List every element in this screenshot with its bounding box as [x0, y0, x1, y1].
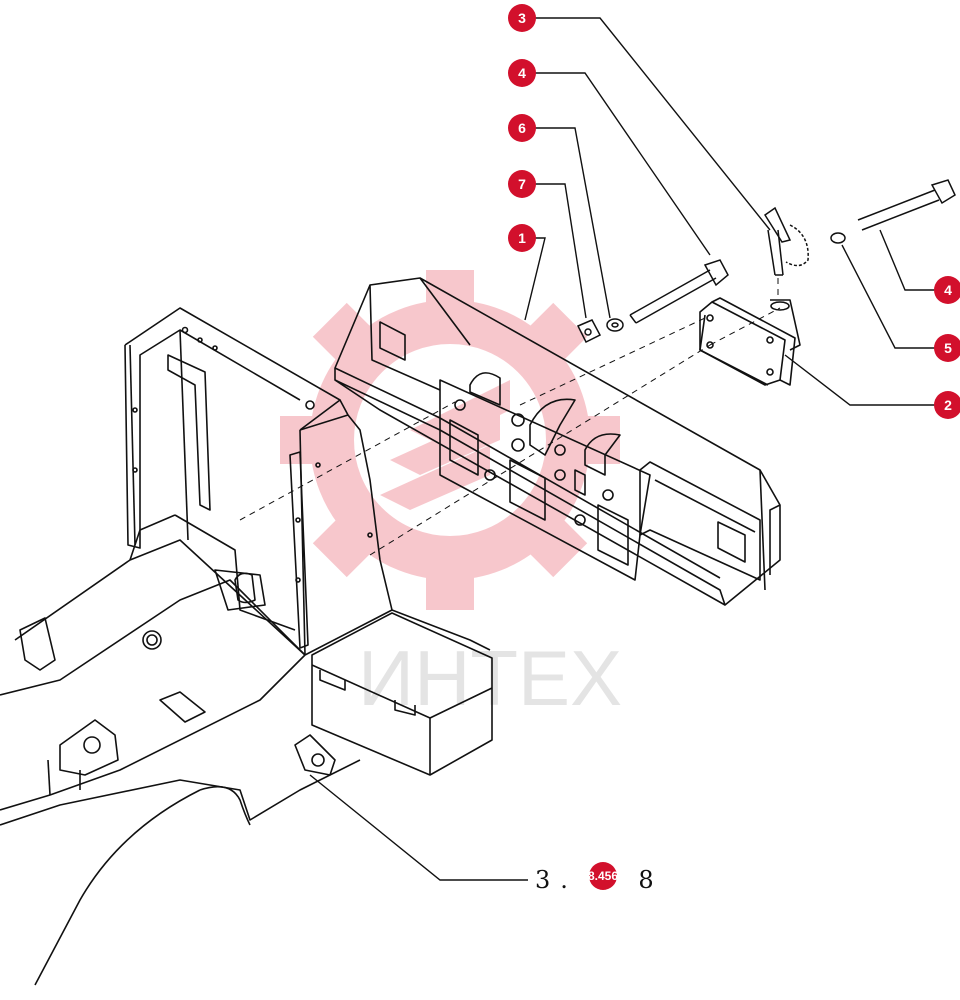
- callout-circle: [508, 59, 536, 87]
- callout-label: 4: [518, 65, 526, 81]
- callout-label: 2: [944, 397, 952, 413]
- callout-label: 4: [944, 282, 952, 298]
- callout-circle: [508, 114, 536, 142]
- callout-circle: [508, 170, 536, 198]
- fasteners: [576, 179, 956, 344]
- callout-label: 3: [518, 10, 526, 26]
- callout-circle: [934, 391, 960, 419]
- callout-circle: [508, 4, 536, 32]
- callout: 4: [934, 276, 960, 304]
- callout: 7: [508, 170, 536, 198]
- alignment-lines: [239, 278, 781, 556]
- callout: 2: [934, 391, 960, 419]
- callout-label: 5: [944, 340, 952, 356]
- callout: 5: [934, 334, 960, 362]
- callout-label: 7: [518, 176, 526, 192]
- watermark-text: ИНТЕХ: [358, 634, 622, 722]
- leader-lines: [309, 17, 948, 881]
- callout-circle: [508, 224, 536, 252]
- watermark-gear-icon: [280, 270, 620, 610]
- callout-label: 6: [518, 120, 526, 136]
- callout: 6: [508, 114, 536, 142]
- reference-badge-circle: [589, 862, 617, 890]
- callout: 3: [508, 4, 536, 32]
- reference-badge-text: 8.456: [588, 869, 618, 883]
- tractor-frame: [0, 307, 493, 986]
- reference-label: 3. 5 8 8.456: [535, 862, 654, 894]
- callout: 1: [508, 224, 536, 252]
- callout-circle: [934, 334, 960, 362]
- callout-circle: [934, 276, 960, 304]
- callout: 4: [508, 59, 536, 87]
- counterweight: [334, 277, 781, 606]
- watermark: ИНТЕХ: [280, 270, 622, 722]
- callout-label: 1: [518, 230, 526, 246]
- hitch-bracket: [699, 297, 801, 386]
- lock-pin: [763, 206, 809, 276]
